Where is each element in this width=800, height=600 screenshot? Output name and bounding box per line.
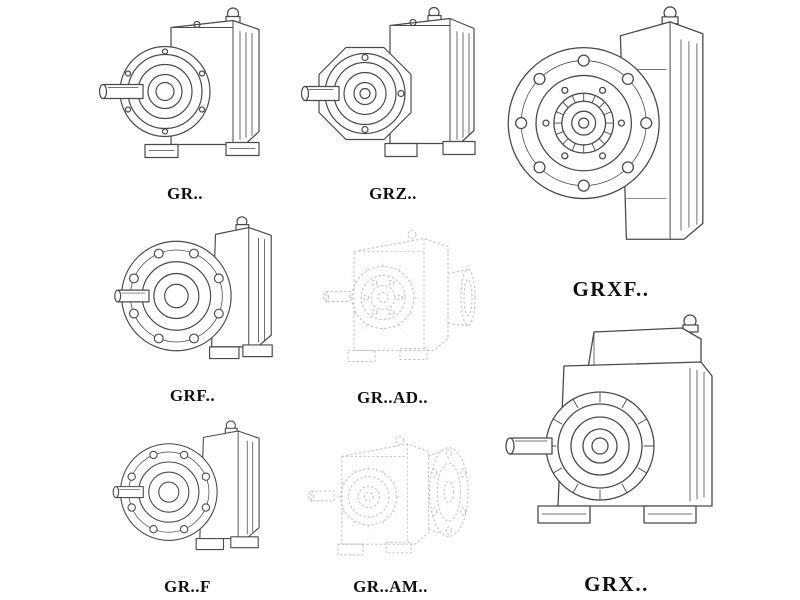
model-label-grx: GRX..: [584, 572, 649, 596]
model-figure-grf: GRF..: [90, 207, 295, 407]
model-figure-grx: GRX..: [493, 308, 740, 595]
gr-gear-unit-icon: [98, 7, 260, 159]
model-label-gr-am: GR..AM..: [353, 577, 428, 596]
model-figure-gr: GR..: [85, 0, 285, 205]
grf-gear-unit-icon: [114, 216, 273, 360]
model-figure-gr-am: GR..AM..: [288, 414, 493, 598]
model-label-gr-f: GR..F: [164, 577, 211, 596]
gr-f-gear-unit-icon: [112, 420, 260, 551]
model-label-grz: GRZ..: [369, 184, 417, 203]
model-figure-grz: GRZ..: [293, 0, 493, 205]
grx-gear-unit-icon: [505, 314, 713, 524]
model-figure-grxf: GRXF..: [497, 0, 725, 300]
model-figure-gr-ad: GR..AD..: [290, 212, 495, 409]
grz-gear-unit-icon: [300, 6, 476, 158]
model-label-grf: GRF..: [169, 386, 216, 405]
model-figure-gr-f: GR..F: [85, 410, 290, 598]
gr-ad-gear-unit-ghost-icon: [322, 229, 476, 363]
model-label-grxf: GRXF..: [572, 277, 650, 301]
gr-am-gear-unit-ghost-icon: [308, 435, 469, 556]
model-label-gr-ad: GR..AD..: [356, 388, 429, 407]
model-label-gr: GR..: [167, 184, 203, 203]
grxf-gear-unit-icon: [507, 6, 704, 240]
